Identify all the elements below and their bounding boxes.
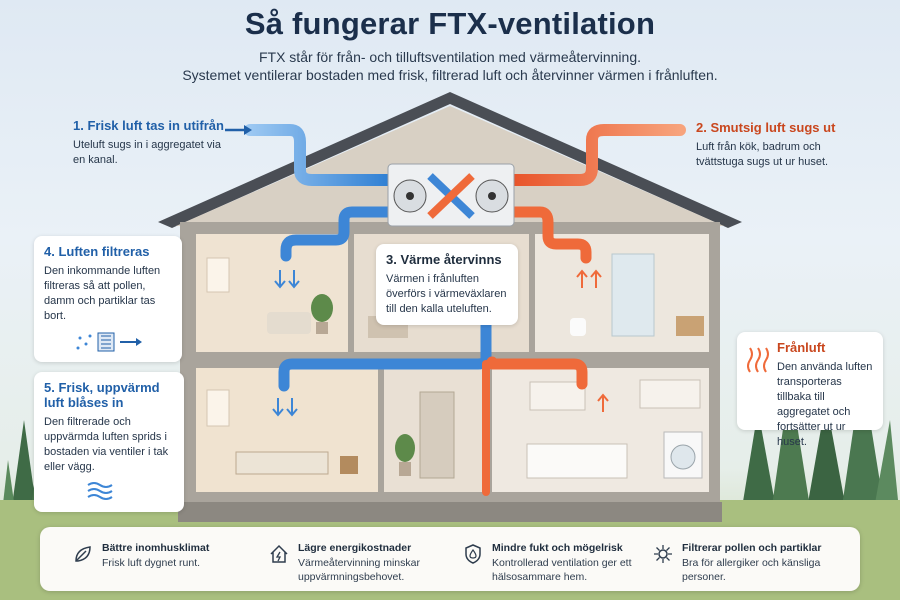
shower [611,253,655,337]
benefit-3-text: Kontrollerad ventilation ger ett hälsosa… [492,557,632,583]
step3-text: Värmen i frånluften överförs i värmeväxl… [386,273,507,315]
step3-title: 3. Värme återvinns [386,252,502,267]
nightstand [340,456,358,474]
vanity [676,316,704,336]
bed [235,451,329,475]
step4-title: 4. Luften filtreras [44,244,150,259]
step2-title: 2. Smutsig luft sugs ut [696,120,836,135]
kitchen-cabinets-right [639,379,701,409]
shield-drop-icon [465,544,481,564]
step2-text: Luft från kök, badrum och tvättstuga sug… [696,141,829,168]
house-energy-icon [270,544,288,563]
pollen-icon [654,545,672,563]
plant-upper [311,294,333,334]
step2-callout: 2. Smutsig luft sugs ut Luft från kök, b… [696,120,886,170]
benefit-1-title: Bättre inomhusklimat [102,542,210,554]
trees-right [740,370,900,520]
subtitle-line1: FTX står för från- och tilluftsventilati… [258,49,642,65]
benefit-4-title: Filtrerar pollen och partiklar [682,542,822,554]
ftx-unit [387,163,515,227]
step1-text: Uteluft sugs in i aggregatet via en kana… [73,139,221,166]
exhaust-title: Frånluft [777,340,826,355]
arrows-down-lower [272,398,298,417]
sofa [267,312,311,334]
arrows-down-upper [274,270,300,289]
benefits-bar: Bättre inomhusklimat Frisk luft dygnet r… [40,527,860,591]
washer-door [670,444,696,470]
step1-callout: 1. Frisk luft tas in utifrån Uteluft sug… [73,118,273,168]
page-title: Så fungerar FTX-ventilation [244,6,656,41]
exhaust-card: Frånluft Den använda luften transportera… [737,332,883,448]
foundation [178,502,722,522]
arrow-step1 [225,125,252,135]
arrow-up-kitchen [597,393,609,412]
benefit-2: Lägre energikostnader Värmeåtervinning m… [270,541,446,584]
benefit-2-text: Värmeåtervinning minskar uppvärmningsbeh… [298,557,420,583]
exhaust-text: Den använda luften transporteras tillbak… [777,361,873,448]
room-living-upper [196,234,348,352]
step1-title: 1. Frisk luft tas in utifrån [73,118,224,133]
step3-card: 3. Värme återvinns Värmen i frånluften ö… [376,244,518,325]
benefit-1-text: Frisk luft dygnet runt. [102,557,201,569]
airflow-waves-icon [87,482,113,500]
benefit-4: Filtrerar pollen och partiklar Bra för a… [654,541,854,584]
kitchen-cabinets [529,381,586,411]
window-bedroom [206,389,230,427]
window-upper-left [206,257,230,293]
step5-text: Den filtrerade och uppvärmda luften spri… [44,416,169,473]
heat-waves-icon [747,347,769,373]
leaf-icon [75,546,91,562]
plant-lower [395,434,415,476]
step4-card: 4. Luften filtreras Den inkommande lufte… [34,236,182,362]
filter-icon [76,332,142,352]
step5-title: 5. Frisk, uppvärmd luft blåses in [44,380,160,410]
toilet [570,318,586,336]
benefit-4-text: Bra för allergiker och känsliga personer… [682,557,821,583]
benefit-3-title: Mindre fukt och mögelrisk [492,542,623,554]
arrows-up-bathroom [576,269,602,288]
benefit-2-title: Lägre energikostnader [298,542,412,554]
subtitle-line2: Systemet ventilerar bostaden med frisk, … [182,67,718,83]
exhaust-air-duct [482,124,686,496]
step5-card: 5. Frisk, uppvärmd luft blåses in Den fi… [34,372,184,512]
benefit-1: Bättre inomhusklimat Frisk luft dygnet r… [75,541,242,570]
step4-text: Den inkommande luften filtreras så att p… [44,265,161,322]
benefit-3: Mindre fukt och mögelrisk Kontrollerad v… [465,541,662,584]
kitchen-counter [526,443,628,479]
door [419,391,455,479]
